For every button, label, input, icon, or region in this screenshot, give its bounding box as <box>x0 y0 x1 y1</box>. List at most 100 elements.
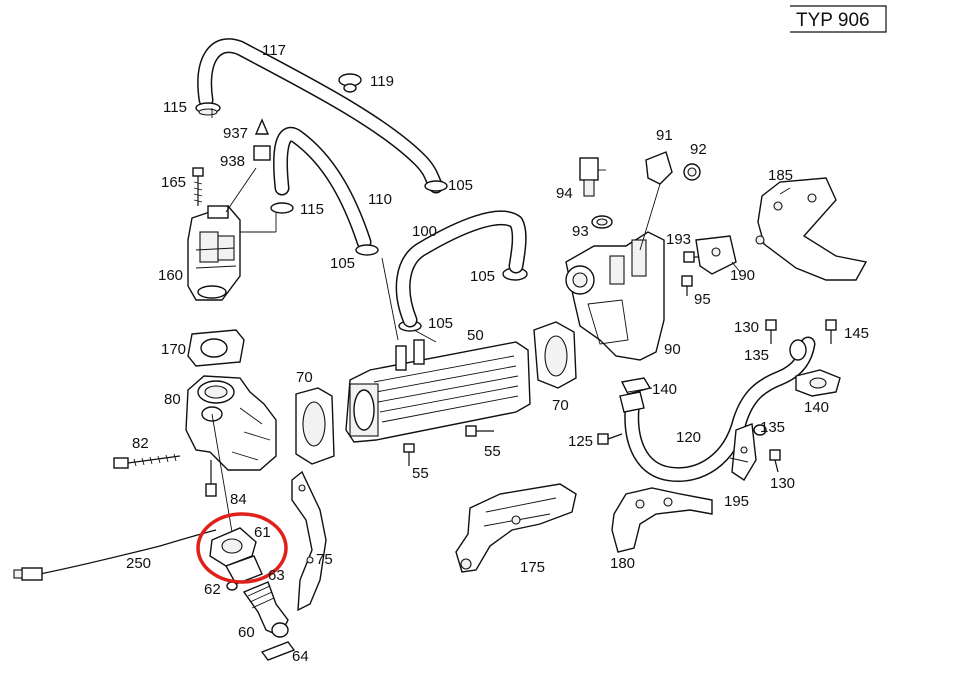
bolt-95[interactable] <box>681 275 693 296</box>
label-64: 64 <box>292 648 309 665</box>
label-937: 937 <box>223 125 248 142</box>
label-63: 63 <box>268 567 285 584</box>
sensor-94[interactable] <box>579 157 606 197</box>
label-190: 190 <box>730 267 755 284</box>
sensor-91[interactable] <box>639 151 673 251</box>
part-938[interactable] <box>253 145 271 161</box>
pipe-60[interactable] <box>242 581 289 638</box>
label-55-left: 55 <box>412 465 429 482</box>
clamp-115-lower[interactable] <box>270 202 294 214</box>
label-75: 75 <box>316 551 333 568</box>
label-115-top: 115 <box>163 99 187 116</box>
seal-93[interactable] <box>591 215 613 229</box>
bolt-145[interactable] <box>825 319 837 344</box>
hose-117[interactable] <box>197 38 444 194</box>
cable-250[interactable] <box>13 529 217 581</box>
gasket-61[interactable] <box>209 527 257 567</box>
housing-80[interactable] <box>185 375 277 533</box>
label-91: 91 <box>656 127 673 144</box>
bolt-125[interactable] <box>597 433 623 445</box>
label-84: 84 <box>230 491 247 508</box>
clip-135-upper[interactable] <box>789 339 807 361</box>
label-70-right: 70 <box>552 397 569 414</box>
label-195: 195 <box>724 493 749 510</box>
label-250: 250 <box>126 555 151 572</box>
label-70-left: 70 <box>296 369 313 386</box>
label-105-left: 105 <box>330 255 355 272</box>
label-100: 100 <box>412 223 437 240</box>
label-120: 120 <box>676 429 701 446</box>
highlight-ring-61 <box>196 512 288 584</box>
label-135-upper: 135 <box>744 347 769 364</box>
bracket-180[interactable] <box>611 487 713 553</box>
pipe-120[interactable] <box>619 336 816 483</box>
label-115-lower: 115 <box>300 201 324 218</box>
bolt-55-right[interactable] <box>465 425 494 437</box>
label-62: 62 <box>204 581 221 598</box>
label-92: 92 <box>690 141 707 158</box>
label-140-right: 140 <box>804 399 829 416</box>
clip-135-lower[interactable] <box>753 424 767 436</box>
egr-cooler-50[interactable] <box>345 339 531 443</box>
label-50: 50 <box>467 327 484 344</box>
hose-100[interactable] <box>395 210 527 328</box>
type-badge: TYP 906 <box>790 5 887 33</box>
bolt-55-left[interactable] <box>403 443 415 466</box>
bolt-130-upper[interactable] <box>765 319 777 344</box>
heat-shield-175[interactable] <box>455 483 577 573</box>
label-170: 170 <box>161 341 186 358</box>
bracket-190[interactable] <box>695 235 737 275</box>
label-82: 82 <box>132 435 149 452</box>
bolt-130-lower[interactable] <box>769 449 781 473</box>
gasket-140-left[interactable] <box>620 377 652 395</box>
label-93: 93 <box>572 223 589 240</box>
label-180: 180 <box>610 555 635 572</box>
bracket-185[interactable] <box>755 177 868 281</box>
bracket-195[interactable] <box>731 423 757 481</box>
label-185: 185 <box>768 167 793 184</box>
nut-92[interactable] <box>683 163 701 181</box>
hose-110[interactable] <box>273 127 372 250</box>
gasket-70-left[interactable] <box>295 387 335 465</box>
label-119: 119 <box>370 73 394 90</box>
label-110: 110 <box>368 191 392 208</box>
label-80: 80 <box>164 391 181 408</box>
label-55-right: 55 <box>484 443 501 460</box>
label-105-upper: 105 <box>448 177 473 194</box>
gasket-170[interactable] <box>187 329 245 367</box>
label-193: 193 <box>666 231 691 248</box>
flange-140-right[interactable] <box>795 369 841 397</box>
leaders-misc <box>413 187 791 463</box>
stud-82[interactable] <box>113 453 181 469</box>
egr-valve-160[interactable] <box>187 205 241 301</box>
label-117: 117 <box>262 42 286 59</box>
part-937[interactable] <box>254 118 270 135</box>
type-label: TYP 906 <box>796 10 870 31</box>
gasket-64[interactable] <box>260 641 296 661</box>
leaders-upper-left <box>211 108 399 341</box>
clamp-115-top[interactable] <box>195 102 221 116</box>
flange-63[interactable] <box>224 555 263 585</box>
bolt-165[interactable] <box>192 167 204 206</box>
label-94: 94 <box>556 185 573 202</box>
label-160: 160 <box>158 267 183 284</box>
clamp-105-upper[interactable] <box>424 180 448 192</box>
label-130-lower: 130 <box>770 475 795 492</box>
label-165: 165 <box>161 174 186 191</box>
gasket-70-right[interactable] <box>533 321 577 389</box>
label-140-left: 140 <box>652 381 677 398</box>
label-90: 90 <box>664 341 681 358</box>
bolt-84[interactable] <box>205 460 217 497</box>
clamp-119[interactable] <box>338 73 362 93</box>
callouts: 117 119 115 937 938 165 115 110 105 160 … <box>126 42 869 665</box>
label-60: 60 <box>238 624 255 641</box>
label-95: 95 <box>694 291 711 308</box>
clamp-105-left[interactable] <box>355 244 379 256</box>
label-105-right: 105 <box>470 268 495 285</box>
label-105-lower: 105 <box>428 315 453 332</box>
housing-90[interactable] <box>565 231 665 361</box>
bracket-75[interactable] <box>291 470 327 612</box>
label-130-upper: 130 <box>734 319 759 336</box>
label-938: 938 <box>220 153 245 170</box>
